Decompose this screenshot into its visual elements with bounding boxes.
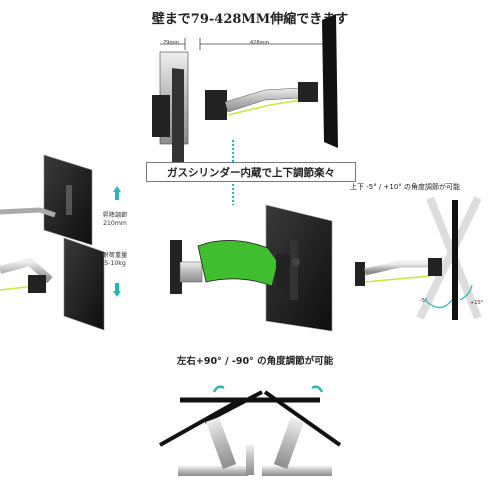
- tilt-plus-label: +10°: [470, 300, 484, 306]
- height-adjust-block: 昇降調節 210mm: [90, 212, 140, 228]
- gas-cylinder-text: ガスシリンダー内蔵で上下調節楽々: [167, 166, 335, 179]
- rotation-caption: 左右+90° / -90° の角度調節が可能: [176, 356, 334, 367]
- tilt-minus-label: -5°: [420, 298, 428, 304]
- tilt-caption: 上下 -5° / +10° の角度調節が可能: [350, 183, 461, 191]
- height-adjust-diagram: [0, 154, 121, 331]
- height-adjust-value: 210mm: [103, 220, 127, 227]
- load-label: 耐荷重量: [102, 252, 128, 259]
- rotation-diagram: [159, 385, 342, 476]
- tilt-diagram: [355, 196, 482, 320]
- extension-caption: 壁まで79-428MM伸縮できます: [151, 12, 349, 27]
- gas-spring-arm: [170, 204, 333, 332]
- height-adjust-label: 昇降調節: [102, 212, 128, 219]
- long-distance-label: 428mm: [250, 40, 270, 46]
- gas-cylinder-caption: ガスシリンダー内蔵で上下調節楽々: [146, 162, 356, 182]
- load-value: 5-10kg: [104, 260, 126, 267]
- short-distance-label: 79mm: [163, 40, 180, 46]
- load-block: 耐荷重量 5-10kg: [90, 252, 140, 268]
- extension-diagram: [152, 14, 338, 170]
